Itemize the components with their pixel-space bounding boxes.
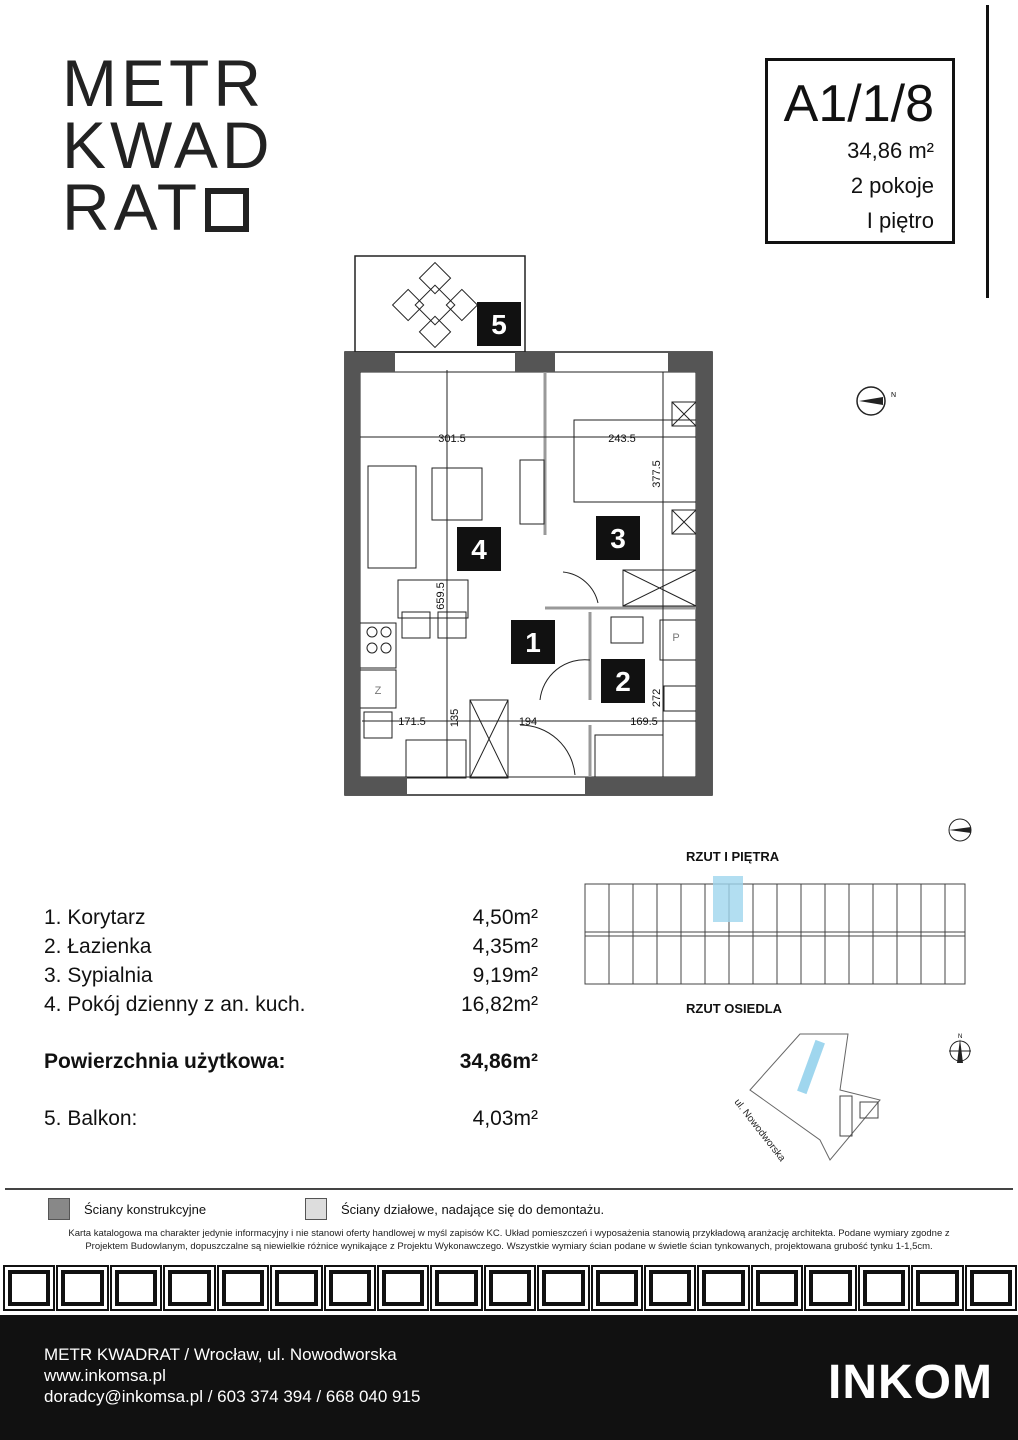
footer-website-link[interactable]: www.inkomsa.pl <box>44 1366 166 1385</box>
north-label: N <box>958 1034 962 1040</box>
decorative-square <box>430 1265 483 1311</box>
street-label: ul. Nowodworska <box>732 1097 788 1164</box>
room-number-4: 4 <box>471 534 487 565</box>
dim-label: 135 <box>449 709 461 727</box>
footer-contact[interactable]: doradcy@inkomsa.pl / 603 374 394 / 668 0… <box>44 1387 421 1406</box>
dim-label: 377.5 <box>651 460 663 488</box>
decorative-square <box>109 1265 163 1311</box>
divider <box>986 5 989 298</box>
room-area: 9,19m² <box>472 964 538 987</box>
decorative-square <box>56 1265 109 1311</box>
estate-plan: ul. Nowodworska <box>732 1033 881 1164</box>
decorative-square <box>163 1265 216 1311</box>
svg-text:N: N <box>891 392 896 399</box>
unit-code: A1/1/8 <box>783 75 934 133</box>
north-compass-icon: N <box>949 1034 971 1063</box>
dim-label: 243.5 <box>608 433 636 445</box>
legend-structural: Ściany konstrukcyjne <box>48 1198 206 1220</box>
disclaimer-line: Projektem Budowlanym, dopuszczalne są ni… <box>85 1241 933 1252</box>
separator <box>5 1188 1013 1190</box>
room-number-5: 5 <box>491 309 507 340</box>
room-row: 2. Łazienka 4,35m² <box>44 935 538 959</box>
usable-label: Powierzchnia użytkowa: <box>44 1050 286 1073</box>
decorative-square <box>270 1265 323 1311</box>
legend-partition: Ściany działowe, nadające się do demonta… <box>305 1198 604 1220</box>
balcony-label: 5. Balkon: <box>44 1107 138 1130</box>
footer-address: METR KWADRAT / Wrocław, ul. Nowodworska <box>44 1345 397 1364</box>
decorative-square <box>2 1265 56 1311</box>
room-area: 16,82m² <box>460 993 538 1016</box>
logo: METR KWAD RAT <box>62 46 274 240</box>
decorative-square <box>697 1265 750 1311</box>
logo-line: RAT <box>62 174 274 240</box>
dim-label: 171.5 <box>398 716 426 728</box>
fridge-label: Z <box>375 685 382 697</box>
room-label: 4. Pokój dzienny z an. kuch. <box>44 993 306 1016</box>
unit-highlight <box>713 876 743 922</box>
decorative-square <box>590 1265 644 1311</box>
logo-line: KWAD <box>62 108 274 182</box>
washer-label: P <box>672 632 679 644</box>
decorative-strip <box>2 1264 1018 1312</box>
floor-plan-title: RZUT I PIĘTRA <box>686 849 780 864</box>
disclaimer: Karta katalogowa ma charakter jedynie in… <box>20 1227 998 1253</box>
unit-floor: I piętro <box>866 208 934 233</box>
room-area: 4,50m² <box>472 906 538 929</box>
compass-icon: N <box>856 386 896 416</box>
logo-square <box>205 188 250 232</box>
dim-label: 272 <box>651 689 663 707</box>
legend-label: Ściany działowe, nadające się do demonta… <box>341 1201 605 1217</box>
decorative-square <box>323 1265 377 1311</box>
room-number-2: 2 <box>615 666 631 697</box>
structural-wall-swatch <box>48 1198 70 1220</box>
dim-label: 194 <box>519 716 537 728</box>
disclaimer-line: Karta katalogowa ma charakter jedynie in… <box>68 1228 950 1239</box>
room-row: 3. Sypialnia 9,19m² <box>44 964 538 988</box>
decorative-square <box>483 1265 537 1311</box>
partition-wall-swatch <box>305 1198 327 1220</box>
building-floor-plan <box>584 876 966 985</box>
compass-icon <box>948 818 972 842</box>
decorative-square <box>376 1265 430 1311</box>
inkom-logo: INKOM <box>828 1356 993 1409</box>
room-row: 4. Pokój dzienny z an. kuch. 16,82m² <box>44 993 538 1017</box>
unit-rooms: 2 pokoje <box>850 173 934 198</box>
balcony-area: 4,03m² <box>472 1107 538 1130</box>
room-label: 3. Sypialnia <box>44 964 153 987</box>
decorative-square <box>216 1265 270 1311</box>
unit-area: 34,86 m² <box>847 138 934 163</box>
decorative-square <box>537 1265 590 1311</box>
decorative-square <box>911 1265 964 1311</box>
floor-plan: 301.5 243.5 377.5 659.5 171.5 135 194 16… <box>344 255 713 796</box>
dim-label: 169.5 <box>630 716 658 728</box>
decorative-square <box>857 1265 911 1311</box>
logo-text: RAT <box>62 170 202 244</box>
dim-label: 659.5 <box>435 582 447 610</box>
usable-area-row: Powierzchnia użytkowa: 34,86m² <box>44 1050 538 1074</box>
room-number-1: 1 <box>525 627 541 658</box>
decorative-square <box>804 1265 857 1311</box>
balcony-row: 5. Balkon: 4,03m² <box>44 1107 538 1131</box>
unit-info-box: A1/1/8 34,86 m² 2 pokoje I piętro <box>765 58 955 244</box>
legend-label: Ściany konstrukcyjne <box>84 1201 207 1217</box>
room-row: 1. Korytarz 4,50m² <box>44 906 538 930</box>
estate-plan-title: RZUT OSIEDLA <box>686 1001 783 1016</box>
dim-label: 301.5 <box>438 433 466 445</box>
room-label: 1. Korytarz <box>44 906 146 929</box>
room-label: 2. Łazienka <box>44 935 152 958</box>
decorative-square <box>964 1265 1018 1311</box>
room-number-3: 3 <box>610 523 626 554</box>
decorative-square <box>644 1265 697 1311</box>
logo-line: METR <box>62 46 265 120</box>
usable-area: 34,86m² <box>459 1050 538 1073</box>
footer: METR KWADRAT / Wrocław, ul. Nowodworska … <box>0 1315 1018 1440</box>
room-area: 4,35m² <box>472 935 538 958</box>
decorative-square <box>750 1265 804 1311</box>
